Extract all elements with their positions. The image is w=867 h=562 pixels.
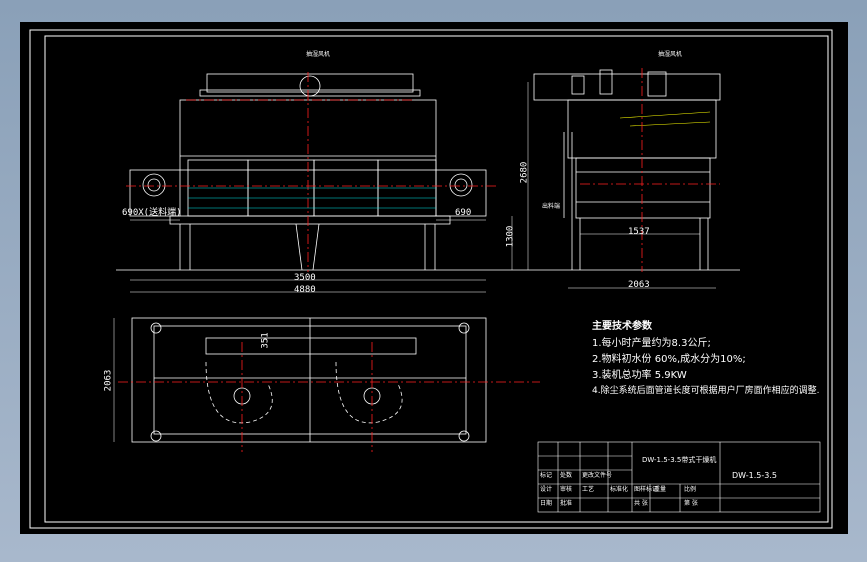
tb-label: 标准化 (610, 486, 629, 493)
dim-side-width: 2063 (628, 280, 650, 290)
tb-label: 处数 (560, 472, 573, 479)
tb-label: 重量 (654, 486, 667, 493)
dim-front-body: 3500 (294, 273, 316, 283)
tb-label: 图样标记 (634, 486, 659, 493)
dim-side-height: 2680 (519, 161, 530, 184)
cad-canvas: 抽湿风机 690X(送料端) 690 3500 4880 1300 抽湿风机 出… (20, 22, 848, 534)
side-centerlines (580, 68, 720, 272)
title-block-number: DW-1.5-3.5 (732, 471, 777, 480)
tb-label: 标记 (540, 472, 553, 479)
dim-front-left-ext: 690X(送料端) (122, 208, 182, 218)
tb-label: 审核 (560, 486, 573, 493)
side-dim-lines (527, 82, 716, 289)
tb-label: 共 张 (634, 500, 648, 507)
tb-label: 第 张 (684, 500, 698, 507)
dim-front-height: 1300 (505, 225, 516, 248)
note-item: 4.除尘系统后面管道长度可根据用户厂房面作相应的调整. (592, 386, 820, 396)
front-centerlines (126, 72, 498, 272)
drawing-sheet (29, 29, 833, 529)
side-accent (619, 111, 711, 127)
plan-view (131, 317, 487, 443)
tb-label: 批准 (560, 500, 573, 507)
dim-plan-detail: 351 (260, 332, 271, 349)
dim-plan-depth: 2063 (103, 369, 114, 392)
inner-frame (44, 35, 829, 523)
side-fan-callout: 抽湿风机 (658, 51, 683, 58)
tb-label: 日期 (540, 500, 553, 507)
note-item: 3.装机总功率 5.9KW (592, 370, 687, 381)
plan-centerlines (118, 342, 540, 452)
note-item: 1.每小时产量约为8.3公斤; (592, 338, 711, 349)
front-dim-lines (130, 216, 513, 293)
tb-label: 工艺 (582, 486, 595, 493)
side-view (520, 69, 740, 271)
dim-side-inner: 1537 (628, 227, 650, 237)
title-block (537, 441, 821, 513)
note-item: 2.物料初水份 60%,成水分为10%; (592, 354, 746, 365)
front-view (116, 73, 520, 271)
title-block-name: DW-1.5-3.5带式干燥机 (642, 456, 717, 464)
outer-frame (29, 29, 833, 529)
tb-label: 比例 (684, 486, 697, 493)
front-fan-callout: 抽湿风机 (306, 51, 331, 58)
dim-front-total: 4880 (294, 285, 316, 295)
notes-title: 主要技术参数 (592, 321, 652, 332)
side-feed-callout: 出料端 (542, 203, 561, 210)
dim-front-right-ext: 690 (455, 208, 472, 218)
tb-label: 设计 (540, 486, 553, 493)
front-hatch (188, 187, 436, 209)
tb-label: 更改文件号 (582, 472, 613, 479)
